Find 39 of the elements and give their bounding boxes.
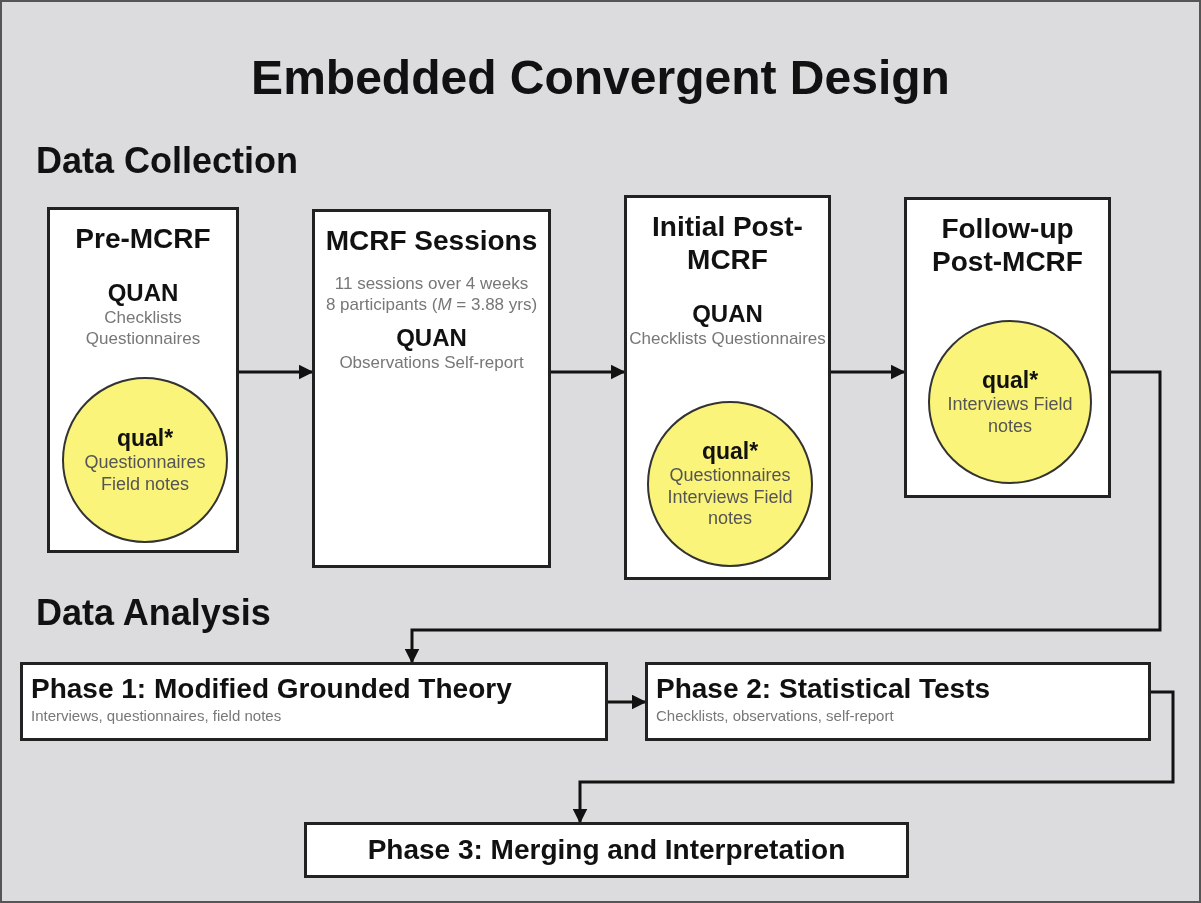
stage-box	[47, 207, 239, 553]
section-heading: Data Collection	[36, 140, 299, 182]
method-list: 8 participants (M = 3.88 yrs)	[325, 294, 538, 316]
method-list: Observations Self-report	[339, 351, 524, 373]
circle-text: Interviews Field notes	[946, 393, 1074, 438]
method-list: Checklists Questionnaires	[629, 328, 826, 350]
method-heading: QUAN	[396, 323, 467, 352]
stage-heading: Initial Post-MCRF	[651, 210, 804, 277]
phase-box	[20, 662, 608, 741]
arrow	[551, 364, 626, 380]
circle-heading: qual*	[981, 366, 1039, 394]
method-list: 11 sessions over 4 weeks	[334, 273, 529, 295]
phase-heading: Phase 1: Modified Grounded Theory	[31, 673, 512, 706]
stage-heading: Follow-up Post-MCRF	[931, 212, 1084, 279]
circle-text: Questionnaires Interviews Field notes	[666, 465, 794, 530]
arrow	[572, 690, 1175, 824]
method-heading: QUAN	[692, 300, 763, 329]
circle-heading: qual*	[701, 438, 759, 466]
stage-box	[624, 195, 831, 580]
section-heading: Data Analysis	[36, 592, 271, 634]
phase-heading: Phase 3: Merging and Interpretation	[367, 833, 846, 867]
arrow	[608, 694, 647, 710]
arrow	[239, 364, 314, 380]
circle-text: Questionnaires Field notes	[83, 451, 207, 496]
arrow	[831, 364, 906, 380]
phase-box	[304, 822, 909, 878]
stage-box	[904, 197, 1111, 498]
arrow	[404, 370, 1162, 664]
circle-heading: qual*	[116, 424, 174, 452]
stage-box	[312, 209, 551, 568]
phase-box	[645, 662, 1151, 741]
stage-heading: MCRF Sessions	[325, 224, 538, 258]
diagram-title: Embedded Convergent Design	[250, 50, 951, 105]
phase-detail: Interviews, questionnaires, field notes	[31, 707, 282, 725]
phase-detail: Checklists, observations, self-report	[656, 707, 894, 725]
method-list: Checklists Questionnaires	[50, 307, 236, 350]
stage-heading: Pre-MCRF	[75, 222, 211, 256]
method-heading: QUAN	[107, 279, 179, 308]
phase-heading: Phase 2: Statistical Tests	[656, 673, 991, 706]
